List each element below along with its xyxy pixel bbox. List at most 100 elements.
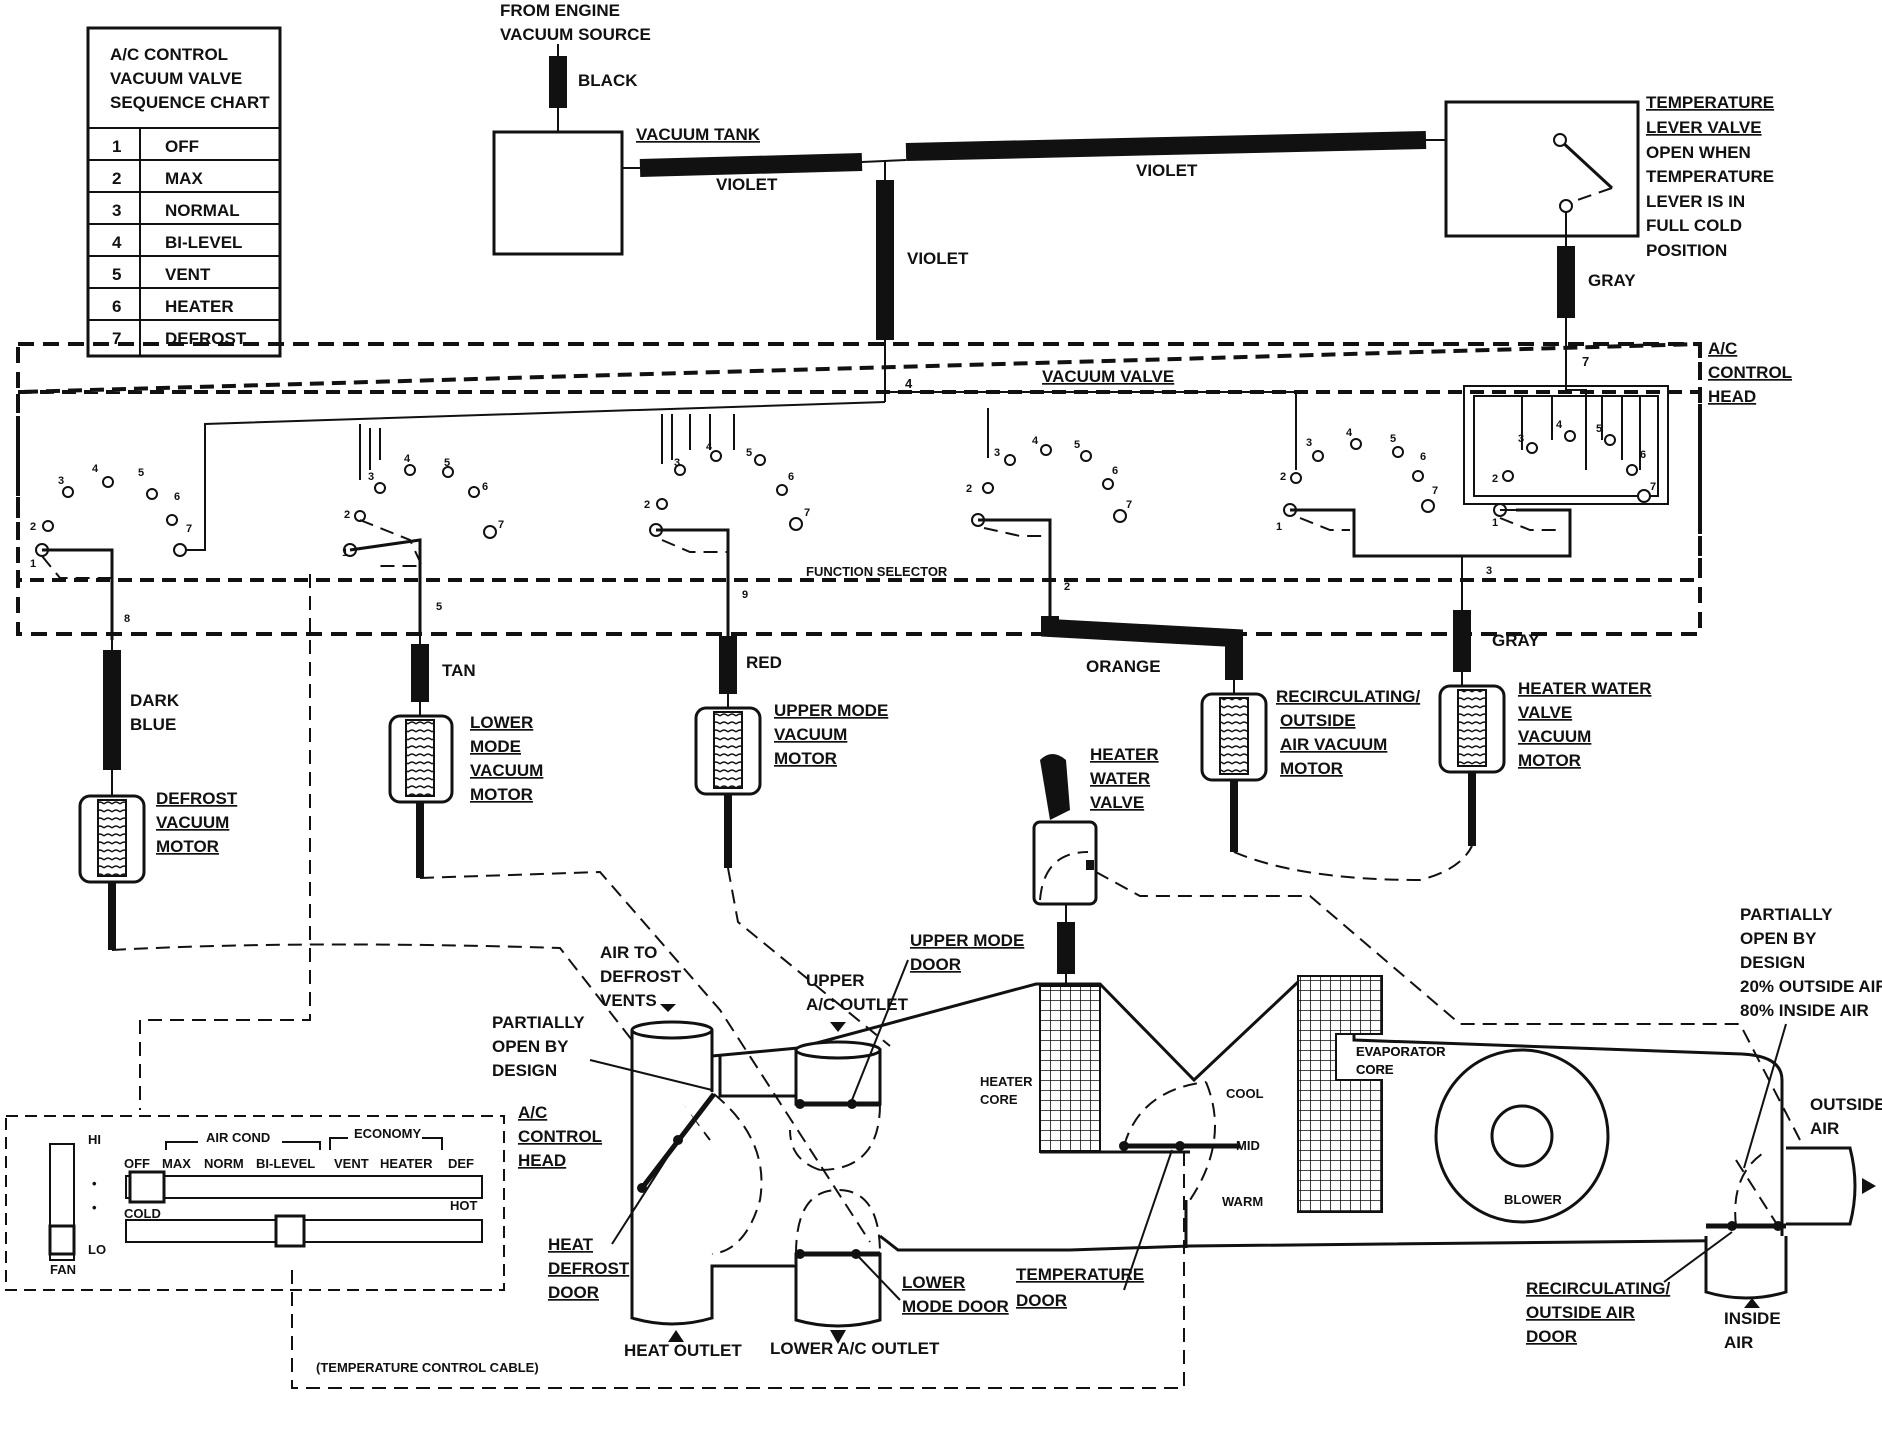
partially-open-right-label: 80% INSIDE AIR <box>1740 1001 1869 1020</box>
motor-label: MODE <box>470 737 521 756</box>
motor-label: OUTSIDE <box>1280 711 1356 730</box>
port-number: 2 <box>344 509 350 521</box>
temperature-door-label: TEMPERATURE <box>1016 1265 1144 1284</box>
line-number: 2 <box>1064 581 1070 593</box>
port-number: 2 <box>644 499 650 511</box>
temperature-door-label: DOOR <box>1016 1291 1067 1310</box>
port-number: 7 <box>498 519 504 531</box>
control-head-label: HEAD <box>1708 387 1756 406</box>
upper-ac-outlet: UPPER A/C OUTLET UPPER MODE DOOR <box>789 931 1024 1171</box>
violet-supply-line: VIOLET VIOLET VIOLET <box>622 131 1560 402</box>
heat-defrost-door-label: DOOR <box>548 1283 599 1302</box>
chart-row-label: OFF <box>165 137 199 156</box>
temp-cold-label: COLD <box>124 1206 161 1221</box>
fan-lo-label: LO <box>88 1242 106 1257</box>
partially-open-left-label: DESIGN <box>492 1061 557 1080</box>
chart-row-label: HEATER <box>165 297 234 316</box>
port-number: 5 <box>1074 439 1080 451</box>
port-number: 3 <box>674 457 680 469</box>
port-number: 6 <box>1112 465 1118 477</box>
ac-control-panel: HI LO FAN • • AIR COND ECONOMY OFF MAX N… <box>5 1103 602 1375</box>
heater-core-label: HEATER <box>980 1074 1033 1089</box>
outside-air-label: AIR <box>1810 1119 1839 1138</box>
economy-label: ECONOMY <box>354 1126 422 1141</box>
fan-slider-knob[interactable] <box>48 1224 76 1256</box>
selector-dial: 1 2 3 4 5 6 7 5 <box>342 453 504 636</box>
motor-label: AIR VACUUM <box>1280 735 1387 754</box>
heater-water-valve-label: WATER <box>1090 769 1150 788</box>
fan-tick: • <box>92 1176 97 1191</box>
lower-ac-outlet-label: LOWER A/C OUTLET <box>770 1339 940 1358</box>
temp-lever-text: TEMPERATURE <box>1646 93 1774 112</box>
port-number: 3 <box>368 471 374 483</box>
black-hose-label: BLACK <box>578 71 638 90</box>
fan-tick: • <box>92 1200 97 1215</box>
sequence-chart: A/C CONTROL VACUUM VALVE SEQUENCE CHART … <box>86 26 282 358</box>
port-number: 5 <box>444 457 450 469</box>
partially-open-left-label: PARTIALLY <box>492 1013 585 1032</box>
temp-lever-text: LEVER IS IN <box>1646 192 1745 211</box>
motor-label: DEFROST <box>156 789 238 808</box>
motor-label: MOTOR <box>156 837 219 856</box>
lower-mode-vacuum-motor: LOWER MODE VACUUM MOTOR <box>388 713 543 878</box>
motor-label: VACUUM <box>156 813 229 832</box>
chart-row-num: 1 <box>112 137 121 156</box>
chart-row-label: NORMAL <box>165 201 240 220</box>
motor-label: MOTOR <box>1280 759 1343 778</box>
blower: BLOWER <box>1434 1048 1610 1224</box>
motor-hoses: DARK BLUE TAN RED ORANGE GRAY <box>103 600 1540 796</box>
control-head-label: HEAD <box>518 1151 566 1170</box>
fan-label: FAN <box>50 1262 76 1277</box>
partially-open-left-label: OPEN BY <box>492 1037 569 1056</box>
mode-lever-track[interactable] <box>125 1175 483 1199</box>
heater-water-valve: HEATER WATER VALVE <box>1032 745 1159 986</box>
port-number: 4 <box>1032 435 1039 447</box>
upper-ac-outlet-label: A/C OUTLET <box>806 995 909 1014</box>
motor-label: VACUUM <box>1518 727 1591 746</box>
port-number: 6 <box>788 471 794 483</box>
temperature-lever-knob[interactable] <box>274 1214 306 1248</box>
port-number: 3 <box>1518 433 1524 445</box>
port-number: 2 <box>30 521 36 533</box>
mode-label-off: OFF <box>124 1156 150 1171</box>
selector-dial: 1 2 3 4 5 6 7 8 <box>30 463 192 640</box>
source-label-1: FROM ENGINE <box>500 1 620 20</box>
blower-label: BLOWER <box>1504 1192 1562 1207</box>
control-head-label: CONTROL <box>1708 363 1792 382</box>
gray-label: GRAY <box>1492 631 1540 650</box>
vacuum-tank: VACUUM TANK <box>492 125 761 256</box>
chart-row-label: BI-LEVEL <box>165 233 242 252</box>
temp-position-label: MID <box>1236 1138 1260 1153</box>
air-to-defrost-label: VENTS <box>600 991 657 1010</box>
selector-dial: 1 2 3 4 5 6 7 <box>1276 427 1572 558</box>
port-number: 3 <box>994 447 1000 459</box>
outside-air-label: OUTSIDE <box>1810 1095 1882 1114</box>
chart-row-num: 3 <box>112 201 121 220</box>
evaporator-label: CORE <box>1356 1062 1394 1077</box>
dark-blue-label: DARK <box>130 691 180 710</box>
violet-label: VIOLET <box>907 249 969 268</box>
upper-mode-door-label: UPPER MODE <box>910 931 1024 950</box>
port-number: 7 <box>1432 485 1438 497</box>
mode-lever-knob[interactable] <box>128 1170 166 1204</box>
port-number: 1 <box>342 547 348 559</box>
line-number: 9 <box>742 589 748 601</box>
partially-open-right-label: OPEN BY <box>1740 929 1817 948</box>
motor-label: VACUUM <box>774 725 847 744</box>
orange-label: ORANGE <box>1086 657 1161 676</box>
motor-label: VACUUM <box>470 761 543 780</box>
line-number: 5 <box>436 601 442 613</box>
evaporator-label: CORE <box>1356 1062 1394 1077</box>
mode-label-max: MAX <box>162 1156 191 1171</box>
temp-control-cable-label: (TEMPERATURE CONTROL CABLE) <box>316 1360 539 1375</box>
recirc-door-label: OUTSIDE AIR <box>1526 1303 1635 1322</box>
recirc-outside-air-door: PARTIALLY OPEN BY DESIGN 20% OUTSIDE AIR… <box>1526 905 1882 1352</box>
temperature-door: COOL MID WARM TEMPERATURE DOOR <box>1016 1081 1264 1310</box>
gray-label: GRAY <box>1588 271 1636 290</box>
heater-core: HEATER CORE <box>980 985 1190 1154</box>
inside-air-label: INSIDE <box>1724 1309 1781 1328</box>
chart-row-label: MAX <box>165 169 203 188</box>
upper-mode-vacuum-motor: UPPER MODE VACUUM MOTOR <box>694 701 888 868</box>
temp-lever-text: POSITION <box>1646 241 1727 260</box>
port-number: 7 <box>1126 499 1132 511</box>
